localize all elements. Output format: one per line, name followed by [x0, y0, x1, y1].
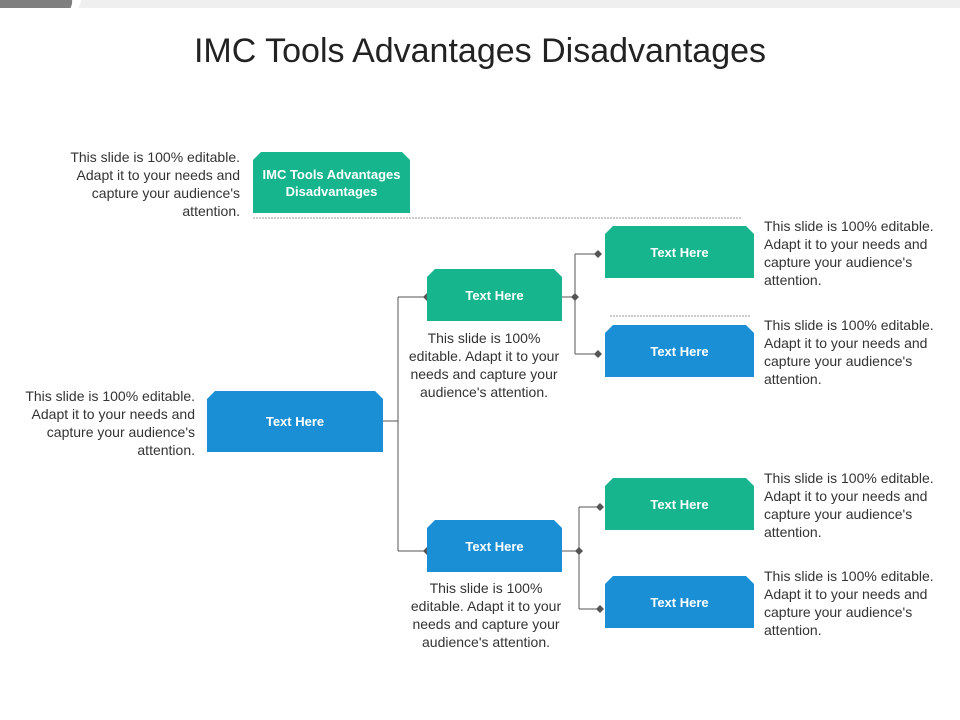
header-note: This slide is 100% editable. Adapt it to… — [70, 149, 240, 219]
diamond-marker — [596, 605, 604, 613]
leaf-1-note: This slide is 100% editable. Adapt it to… — [764, 218, 934, 288]
diamond-marker — [594, 250, 602, 258]
leaf-2-note: This slide is 100% editable. Adapt it to… — [764, 317, 934, 387]
mid-top-note: This slide is 100% editable. Adapt it to… — [408, 330, 560, 400]
page-title: IMC Tools Advantages Disadvantages — [193, 32, 767, 70]
leaf-4-note: This slide is 100% editable. Adapt it to… — [764, 568, 934, 638]
leaf-box-4: Text Here — [605, 576, 754, 628]
mid-bottom-note: This slide is 100% editable. Adapt it to… — [410, 580, 562, 650]
leaf-3-note: This slide is 100% editable. Adapt it to… — [764, 470, 934, 540]
leaf-box-3: Text Here — [605, 478, 754, 530]
diamond-marker — [594, 350, 602, 358]
top-bar — [0, 0, 960, 8]
root-box: Text Here — [207, 391, 383, 452]
mid-box-bottom: Text Here — [427, 520, 562, 572]
top-bar-accent — [0, 0, 72, 8]
header-box: IMC Tools Advantages Disadvantages — [253, 152, 410, 213]
root-note: This slide is 100% editable. Adapt it to… — [25, 388, 195, 458]
diamond-marker — [596, 503, 604, 511]
leaf-box-1: Text Here — [605, 226, 754, 278]
leaf-box-2: Text Here — [605, 325, 754, 377]
mid-box-top: Text Here — [427, 269, 562, 321]
